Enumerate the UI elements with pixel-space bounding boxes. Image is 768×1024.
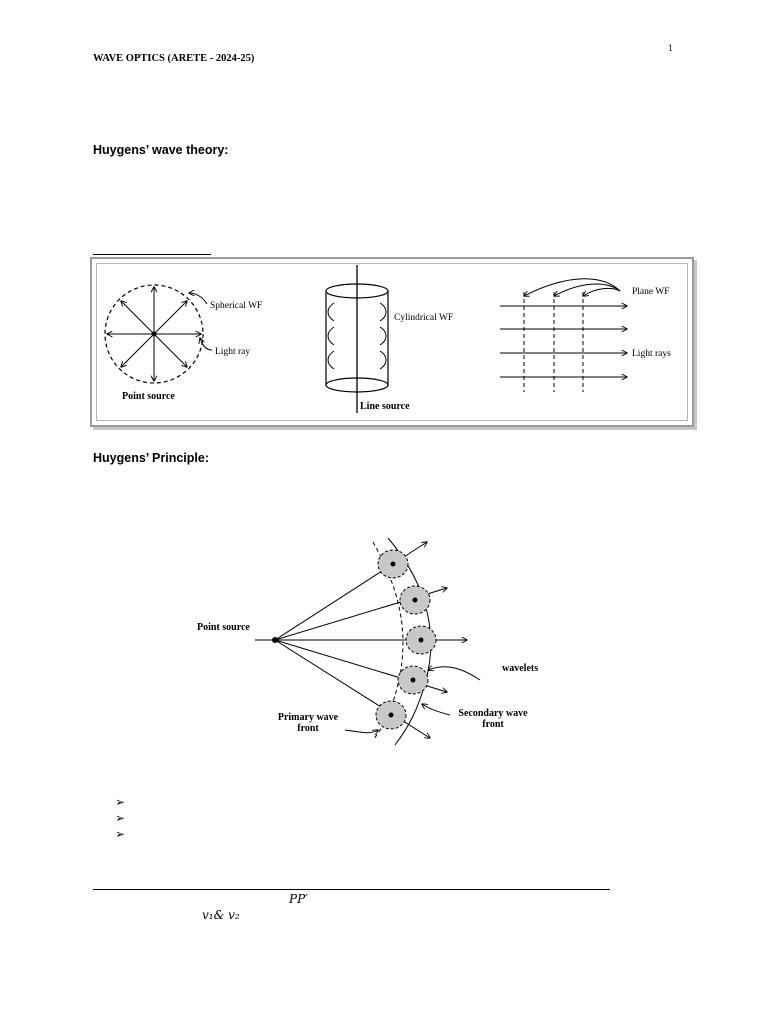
label-cylindrical-wf: Cylindrical WF <box>394 313 453 323</box>
figure-inner-border <box>96 263 688 421</box>
label-primary-wave-front-1: Primary wave <box>278 712 339 723</box>
wavelet-circles <box>375 549 437 730</box>
label-secondary-wave-front-1: Secondary wave <box>458 708 528 719</box>
label-secondary-wave-front-2: front <box>482 719 504 730</box>
label-point-source: Point source <box>122 391 175 402</box>
arrowhead-bullet-icon: ➢ <box>115 811 126 825</box>
label-light-rays: Light rays <box>632 349 671 359</box>
label-plane-wf: Plane WF <box>632 287 670 297</box>
wavefront-types-figure: Spherical WF Light ray Point source Cyli… <box>90 257 694 427</box>
heading-huygens-principle: Huygens’ Principle: <box>93 451 210 465</box>
plane-wavefront-drawing <box>500 278 627 392</box>
label-point-source-2: Point source <box>197 622 250 633</box>
arrowhead-bullet-icon: ➢ <box>115 795 126 809</box>
label-line-source: Line source <box>360 401 410 412</box>
label-primary-wave-front-2: front <box>297 723 319 734</box>
label-spherical-wf: Spherical WF <box>210 301 262 311</box>
heading-huygens-wave-theory: Huygens’ wave theory: <box>93 143 229 157</box>
math-pp-prime: PP′ <box>289 892 308 906</box>
separator-rule <box>93 889 610 890</box>
page-number: 1 <box>668 44 674 53</box>
document-header: WAVE OPTICS (ARETE - 2024-25) <box>93 53 255 64</box>
wavefront-diagram: Spherical WF Light ray Point source Cyli… <box>104 265 671 413</box>
spherical-wavefront-drawing <box>104 284 213 384</box>
arrowhead-bullet-icon: ➢ <box>115 827 126 841</box>
huygens-principle-diagram: Point source wavelets Primary wave front… <box>197 537 538 746</box>
math-velocities: v₁& v₂ <box>202 908 240 922</box>
label-wavelets: wavelets <box>502 663 538 674</box>
label-light-ray: Light ray <box>215 347 250 357</box>
section-underline <box>93 254 211 255</box>
cylindrical-wavefront-drawing <box>325 265 389 413</box>
